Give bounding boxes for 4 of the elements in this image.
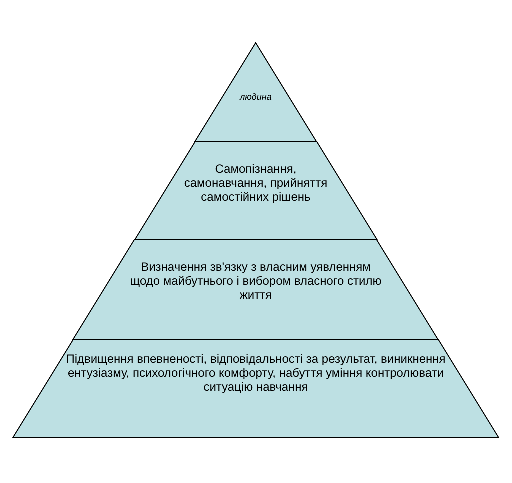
level-text: Підвищення впевненості, відповідальності за результат, виникнення ентузіазму, психологічного комфорту, набуття уміння контролювати ситуацію навчання xyxy=(65,352,447,394)
level-text: Визначення зв'язку з власним уявленням щодо майбутнього і вибором власного стилю життя xyxy=(129,260,383,302)
level-text: Самопізнання, самонавчання, прийняття самостійних рішень xyxy=(183,162,329,204)
level-text: людина xyxy=(240,92,272,103)
